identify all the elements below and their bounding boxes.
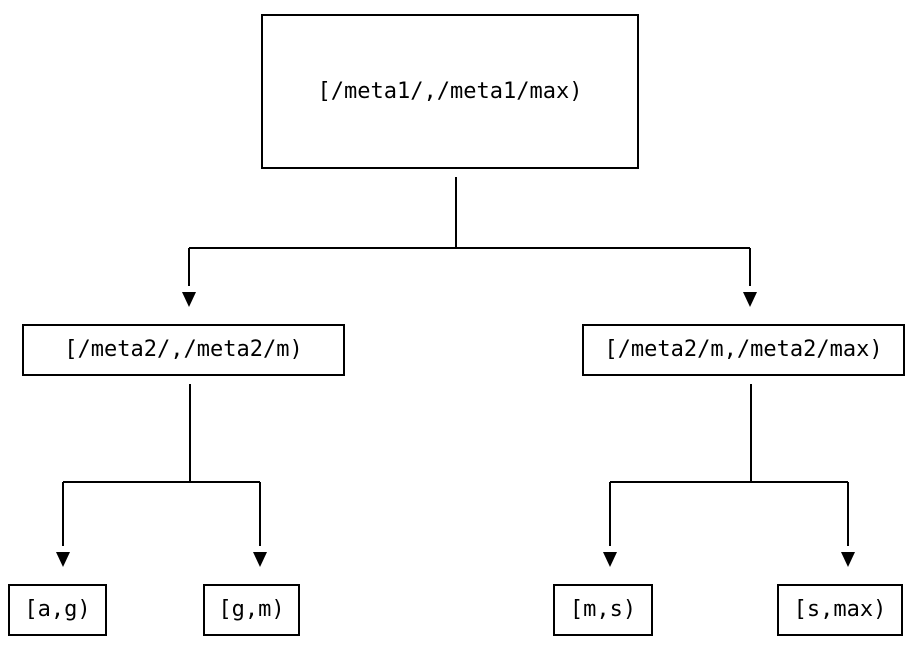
node-left-range: [/meta2/,/meta2/m) — [22, 324, 345, 376]
node-leaf-ag: [a,g) — [8, 584, 107, 636]
arrow-down-icon — [841, 552, 855, 567]
node-label: [/meta1/,/meta1/max) — [317, 78, 583, 104]
arrow-down-icon — [253, 552, 267, 567]
arrow-down-icon — [603, 552, 617, 567]
arrow-down-icon — [182, 292, 196, 307]
node-label: [s,max) — [793, 597, 887, 622]
node-leaf-ms: [m,s) — [553, 584, 653, 636]
node-leaf-smax: [s,max) — [777, 584, 903, 636]
node-right-range: [/meta2/m,/meta2/max) — [582, 324, 905, 376]
arrow-down-icon — [743, 292, 757, 307]
node-label: [m,s) — [569, 597, 637, 622]
node-label: [a,g) — [24, 597, 91, 622]
node-leaf-gm: [g,m) — [203, 584, 300, 636]
node-root-range: [/meta1/,/meta1/max) — [261, 14, 639, 169]
node-label: [g,m) — [218, 597, 285, 622]
arrow-down-icon — [56, 552, 70, 567]
node-label: [/meta2/m,/meta2/max) — [604, 337, 883, 362]
node-label: [/meta2/,/meta2/m) — [64, 337, 303, 362]
